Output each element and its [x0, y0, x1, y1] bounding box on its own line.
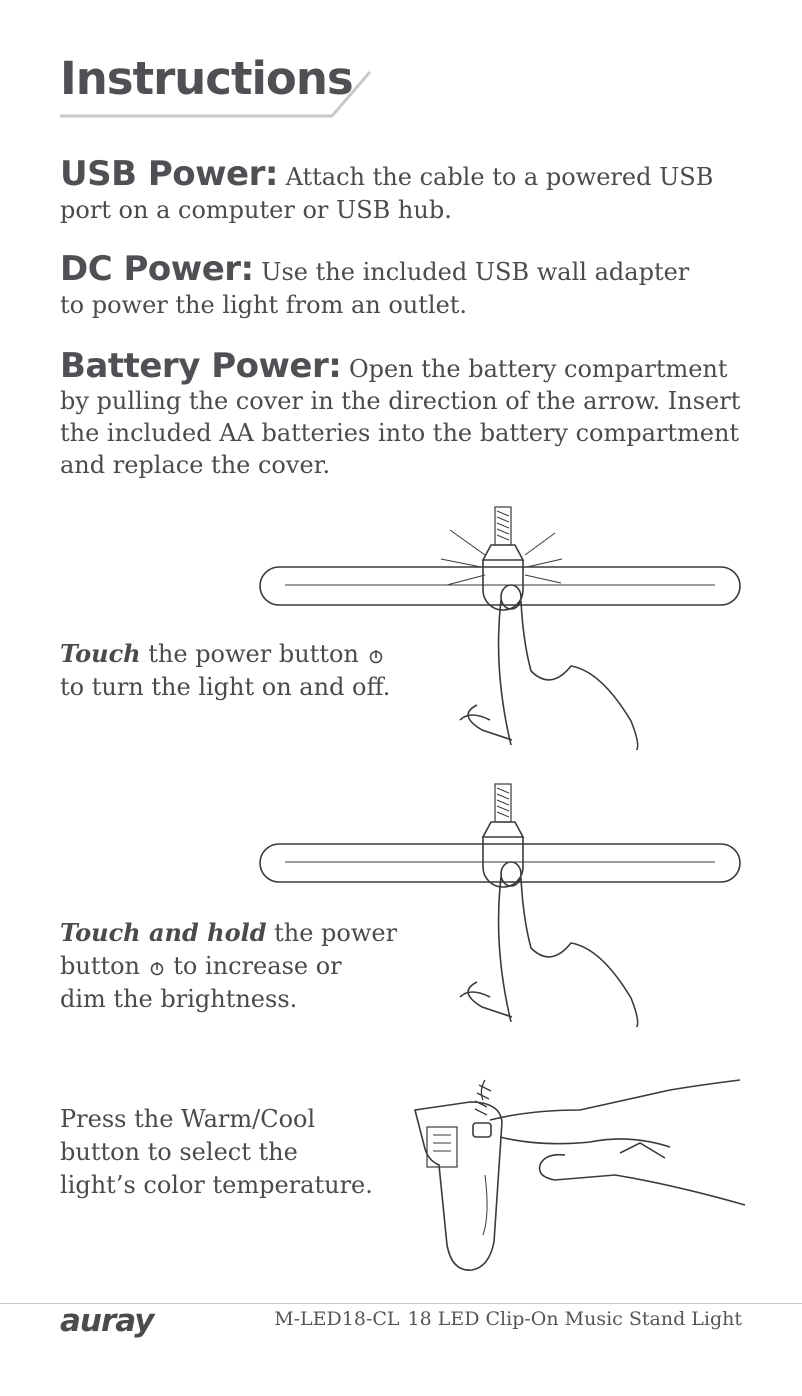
dc-power-heading: DC Power:	[60, 249, 254, 289]
power-icon	[369, 649, 382, 663]
footer-product-info: M-LED18-CL 18 LED Clip-On Music Stand Lig…	[274, 1308, 742, 1330]
warm-cool-line-2: button to select the	[60, 1138, 298, 1166]
touch-hold-text-d: dim the brightness.	[60, 985, 298, 1013]
touch-hold-text-c: to increase or	[165, 952, 342, 980]
touch-hold-text-b: button	[60, 952, 148, 980]
touch-hold-emphasis: Touch and hold	[60, 918, 267, 947]
dc-power-paragraph: DC Power: Use the included USB wall adap…	[60, 252, 720, 322]
warm-cool-line-1: Press the Warm/Cool	[60, 1105, 316, 1133]
page-title: Instructions	[60, 52, 354, 105]
product-name: 18 LED Clip-On Music Stand Light	[407, 1308, 742, 1330]
auray-logo: auray	[60, 1303, 154, 1339]
dc-power-text: Use the included USB wall adapter to pow…	[60, 258, 690, 319]
power-icon	[150, 961, 163, 975]
touch-emphasis: Touch	[60, 639, 141, 668]
touch-caption: Touch the power button to turn the light…	[60, 637, 390, 704]
model-number: M-LED18-CL	[274, 1308, 400, 1330]
battery-power-paragraph: Battery Power: Open the battery compartm…	[60, 349, 750, 481]
warm-cool-line-3: light’s color temperature.	[60, 1171, 373, 1199]
warm-cool-caption: Press the Warm/Cool button to select the l…	[60, 1103, 373, 1202]
battery-power-heading: Battery Power:	[60, 346, 342, 386]
touch-hold-illustration	[259, 783, 741, 1027]
touch-text-a: the power button	[140, 640, 367, 668]
touch-hold-text-a: the power	[266, 919, 398, 947]
battery-power-text: Open the battery compartment by pulling …	[60, 355, 741, 479]
touch-illustration	[259, 506, 741, 750]
touch-hold-caption: Touch and hold the power button to increa…	[60, 916, 397, 1016]
footer-divider	[0, 1303, 802, 1304]
usb-power-heading: USB Power:	[60, 154, 278, 194]
title-underline	[60, 71, 372, 118]
usb-power-paragraph: USB Power: Attach the cable to a powered…	[60, 157, 760, 227]
warm-cool-illustration	[414, 1079, 746, 1271]
usb-power-text: Attach the cable to a powered USB port o…	[60, 163, 714, 224]
touch-text-b: to turn the light on and off.	[60, 673, 391, 701]
